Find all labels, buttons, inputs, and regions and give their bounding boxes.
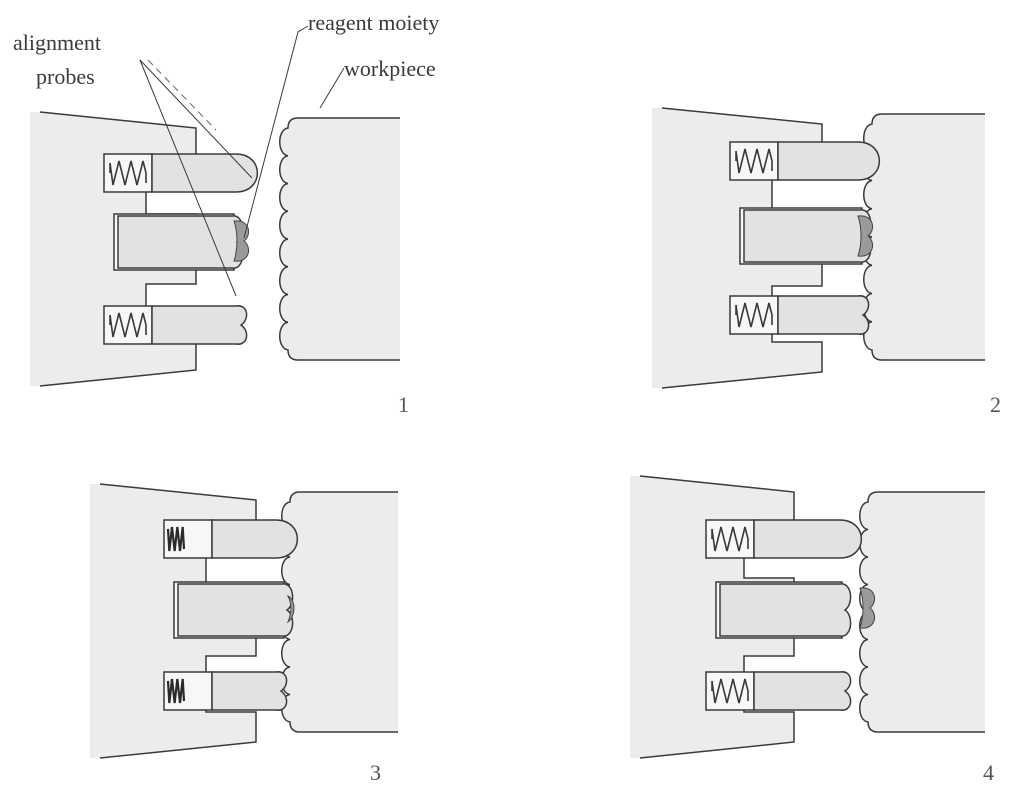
panel-4-top-spring — [711, 526, 749, 552]
panel-3-top-spring-housing — [163, 519, 213, 559]
workpiece-leader — [319, 67, 345, 109]
panel-3-top-probe — [211, 519, 299, 559]
panel-1 — [30, 111, 400, 387]
probes-label: probes — [36, 64, 95, 89]
panel-3-bottom-spring — [166, 678, 186, 704]
panel-4-reagent-moiety — [859, 587, 876, 629]
alignment-probes-leader-dashed — [147, 59, 217, 131]
panel-4-top-probe — [753, 519, 863, 559]
alignment-probes-leader-top — [139, 59, 253, 179]
panel-2-bottom-probe — [777, 295, 870, 335]
panel-1-reagent-moiety — [233, 220, 250, 262]
panel-1-top-probe — [151, 153, 259, 193]
panel-3-top-spring — [166, 526, 186, 552]
panel-3-number: 3 — [370, 760, 381, 785]
panel-1-middle-probe — [117, 215, 244, 269]
panel-3-bottom-spring-housing — [163, 671, 213, 711]
panel-2-top-spring — [735, 148, 773, 174]
panel-1-number: 1 — [398, 392, 409, 417]
panel-3-workpiece — [281, 491, 398, 733]
panel-1-top-spring — [109, 160, 147, 186]
panel-3-reagent-moiety-transfer — [286, 594, 295, 624]
panel-4-bottom-probe — [753, 671, 852, 711]
panel-2-bottom-spring — [735, 302, 773, 328]
panel-4-number: 4 — [983, 760, 994, 785]
annotation-leaders — [139, 25, 345, 297]
reagent-moiety-label: reagent moiety — [308, 10, 439, 35]
panel-2-top-probe — [777, 141, 881, 181]
panel-2-middle-probe — [743, 209, 872, 263]
panel-3-middle-probe — [177, 583, 294, 637]
panel-2-workpiece — [863, 113, 985, 361]
panel-4-workpiece — [859, 491, 985, 733]
alignment-label: alignment — [13, 30, 101, 55]
panel-1-workpiece — [279, 117, 400, 361]
panel-1-bottom-probe — [151, 305, 248, 345]
panel-4-middle-probe — [719, 583, 852, 637]
panel-2 — [652, 107, 985, 389]
panel-4-bottom-spring — [711, 678, 749, 704]
reagent-moiety-leader — [243, 25, 309, 239]
panel-3 — [90, 483, 398, 759]
panel-1-bottom-spring — [109, 312, 147, 338]
panel-2-number: 2 — [990, 392, 1001, 417]
panel-4 — [630, 475, 985, 759]
workpiece-label: workpiece — [344, 56, 436, 81]
panel-3-bottom-probe — [211, 671, 288, 711]
alignment-probes-leader-bottom — [139, 59, 237, 297]
panel-2-reagent-moiety — [857, 215, 874, 257]
